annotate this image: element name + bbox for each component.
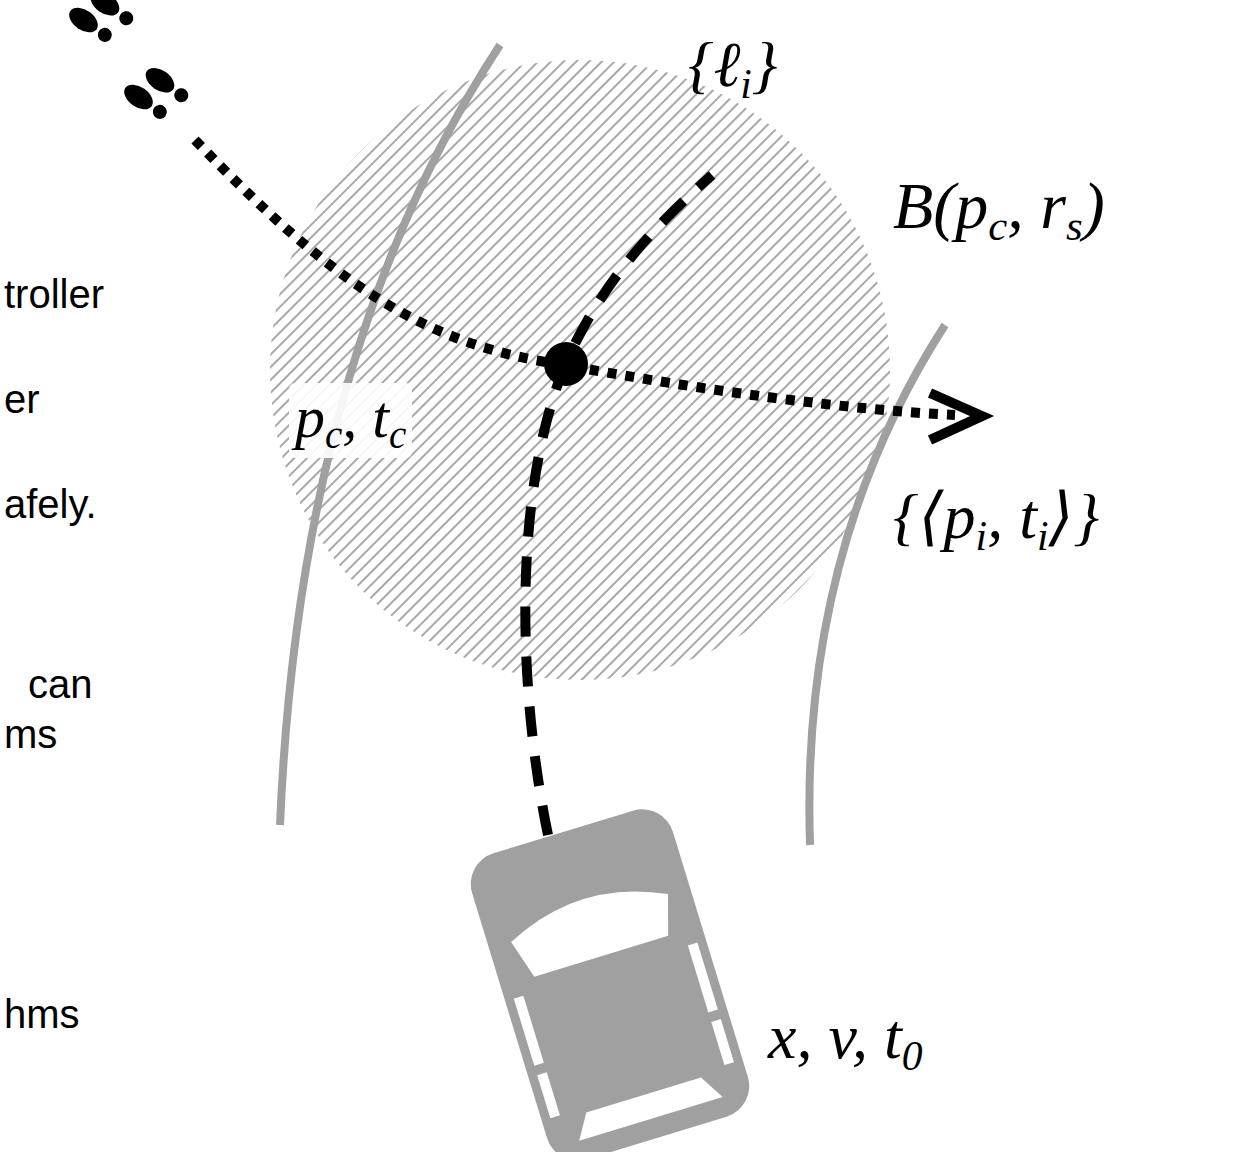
math-text: x, v, t bbox=[768, 1001, 902, 1072]
math-label: {ℓi} bbox=[688, 28, 777, 108]
subscript: i bbox=[740, 61, 752, 107]
math-text: ⟩} bbox=[1048, 481, 1099, 552]
subscript: i bbox=[976, 513, 988, 559]
subscript: 0 bbox=[902, 1033, 923, 1079]
math-text: {ℓ bbox=[688, 29, 740, 100]
slide-text-fragment: can bbox=[28, 660, 93, 708]
slide-text-fragment: ms bbox=[4, 710, 57, 758]
slide-text-fragment: hms bbox=[4, 990, 80, 1038]
subscript: c bbox=[325, 413, 342, 456]
math-label: B(pc, rs) bbox=[893, 168, 1105, 250]
math-text: , t bbox=[987, 481, 1037, 552]
math-text: , t bbox=[342, 384, 389, 450]
arrow-head bbox=[930, 393, 982, 440]
math-text: B(p bbox=[893, 169, 988, 242]
subscript: i bbox=[1037, 513, 1049, 559]
safety-ball bbox=[270, 60, 890, 680]
slide-text-fragment: troller bbox=[4, 270, 104, 318]
math-text: p bbox=[295, 384, 325, 450]
math-text: {⟨p bbox=[893, 481, 976, 552]
subscript: c bbox=[988, 202, 1007, 249]
math-label: x, v, t0 bbox=[768, 1000, 923, 1080]
pedestrian-path bbox=[195, 140, 955, 415]
vehicle-path bbox=[525, 175, 712, 835]
math-text: ) bbox=[1083, 169, 1105, 242]
subscript: s bbox=[1066, 202, 1083, 249]
car-icon bbox=[463, 801, 757, 1152]
math-text: } bbox=[752, 29, 778, 100]
road-edge bbox=[280, 45, 500, 825]
footprints-icon bbox=[65, 0, 193, 129]
math-label: {⟨pi, ti⟩} bbox=[893, 480, 1099, 560]
collision-point bbox=[544, 342, 588, 386]
slide-text-fragment: afely. bbox=[4, 480, 97, 528]
slide-text-fragment: er bbox=[4, 375, 40, 423]
subscript: c bbox=[389, 413, 406, 456]
math-label: pc, tc bbox=[289, 383, 412, 458]
math-text: , r bbox=[1007, 169, 1066, 242]
